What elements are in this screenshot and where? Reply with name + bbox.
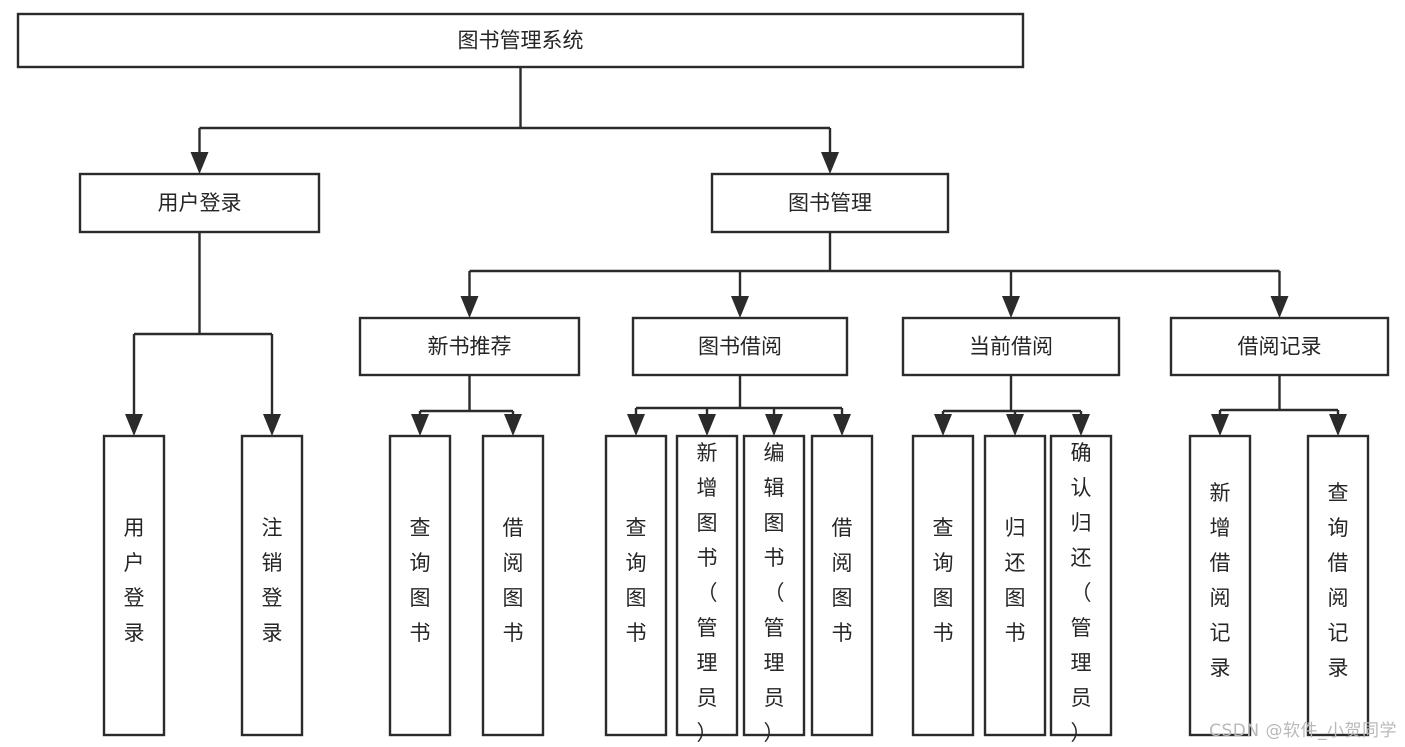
node-leaf-query-record[interactable]: 查询借阅记录	[1306, 434, 1370, 737]
node-label-leaf-add-book: 新增图书（管理员）	[697, 441, 718, 745]
connector-group-new-book-recommend	[411, 375, 522, 436]
node-label-leaf-add-record: 新增借阅记录	[1210, 481, 1231, 680]
node-label-leaf-return-book: 归还图书	[1005, 516, 1026, 645]
node-box-leaf-add-record	[1188, 434, 1252, 737]
node-label-borrow-record: 借阅记录	[1238, 335, 1322, 359]
arrow-head-leaf-borrow-book-rec	[504, 414, 522, 436]
arrow-head-current-borrow	[1002, 296, 1020, 318]
node-box-leaf-query-record	[1306, 434, 1370, 737]
node-label-root: 图书管理系统	[458, 29, 584, 53]
arrow-head-leaf-add-record	[1211, 414, 1229, 436]
node-leaf-return-book[interactable]: 归还图书	[983, 434, 1047, 737]
node-leaf-query-book-current[interactable]: 查询图书	[911, 434, 975, 737]
node-box-book-borrow	[631, 316, 849, 377]
node-label-book-borrow: 图书借阅	[698, 335, 782, 359]
arrow-head-leaf-query-book-current	[934, 414, 952, 436]
node-user-login[interactable]: 用户登录	[78, 172, 321, 234]
connector-group-book-manage	[460, 232, 1289, 318]
arrow-head-leaf-query-book-borrow	[627, 414, 645, 436]
node-label-current-borrow: 当前借阅	[969, 335, 1053, 359]
node-label-book-manage: 图书管理	[788, 191, 872, 215]
node-label-leaf-borrow-book: 借阅图书	[832, 516, 853, 645]
arrow-head-leaf-edit-book	[765, 414, 783, 436]
arrow-head-leaf-user-login	[125, 414, 143, 436]
node-box-borrow-record	[1169, 316, 1390, 377]
node-box-current-borrow	[901, 316, 1121, 377]
arrow-head-leaf-query-record	[1329, 414, 1347, 436]
node-label-leaf-query-record: 查询借阅记录	[1328, 481, 1349, 680]
arrow-head-leaf-add-book	[698, 414, 716, 436]
node-label-leaf-borrow-book-rec: 借阅图书	[503, 516, 524, 645]
node-box-leaf-query-book-borrow	[604, 434, 668, 737]
node-label-leaf-edit-book: 编辑图书（管理员）	[764, 441, 785, 745]
arrow-head-new-book-recommend	[460, 296, 479, 318]
node-layer: 图书管理系统用户登录图书管理新书推荐图书借阅当前借阅借阅记录用户登录注销登录查询…	[16, 12, 1390, 745]
node-box-root	[16, 12, 1025, 69]
arrow-head-borrow-record	[1270, 296, 1289, 318]
node-label-user-login: 用户登录	[158, 191, 242, 215]
connector-group-current-borrow	[934, 375, 1090, 436]
node-book-borrow[interactable]: 图书借阅	[631, 316, 849, 377]
arrow-head-book-manage	[821, 152, 839, 174]
arrow-head-user-login	[190, 152, 209, 174]
connector-group-user-login	[125, 232, 281, 436]
node-label-leaf-user-login: 用户登录	[124, 516, 145, 645]
node-box-leaf-logout	[240, 434, 304, 737]
node-label-leaf-query-book-rec: 查询图书	[410, 516, 431, 645]
node-box-leaf-user-login	[102, 434, 166, 737]
node-leaf-confirm-return[interactable]: 确认归还（管理员）	[1049, 434, 1113, 745]
arrow-head-leaf-borrow-book	[833, 414, 851, 436]
node-box-leaf-borrow-book	[810, 434, 874, 737]
node-box-leaf-edit-book	[742, 434, 806, 737]
node-label-leaf-logout: 注销登录	[262, 516, 283, 645]
node-label-leaf-query-book-borrow: 查询图书	[626, 516, 647, 645]
node-box-leaf-query-book-current	[911, 434, 975, 737]
node-label-leaf-confirm-return: 确认归还（管理员）	[1071, 441, 1092, 745]
node-leaf-add-record[interactable]: 新增借阅记录	[1188, 434, 1252, 737]
arrow-head-leaf-query-book-rec	[411, 414, 429, 436]
node-leaf-user-login[interactable]: 用户登录	[102, 434, 166, 737]
node-root[interactable]: 图书管理系统	[16, 12, 1025, 69]
node-box-leaf-add-book	[675, 434, 739, 737]
node-leaf-add-book[interactable]: 新增图书（管理员）	[675, 434, 739, 745]
node-label-new-book-recommend: 新书推荐	[428, 335, 512, 359]
connector-layer	[125, 67, 1347, 436]
node-leaf-borrow-book-rec[interactable]: 借阅图书	[481, 434, 545, 737]
node-book-manage[interactable]: 图书管理	[710, 172, 950, 234]
connector-group-borrow-record	[1211, 375, 1347, 436]
node-leaf-query-book-borrow[interactable]: 查询图书	[604, 434, 668, 737]
arrow-head-leaf-return-book	[1006, 414, 1024, 436]
node-box-leaf-confirm-return	[1049, 434, 1113, 737]
node-box-leaf-return-book	[983, 434, 1047, 737]
node-box-leaf-query-book-rec	[388, 434, 452, 737]
arrow-head-leaf-logout	[263, 414, 281, 436]
node-leaf-borrow-book[interactable]: 借阅图书	[810, 434, 874, 737]
connector-group-root	[190, 67, 839, 174]
node-box-new-book-recommend	[358, 316, 581, 377]
connector-group-book-borrow	[627, 375, 851, 436]
node-borrow-record[interactable]: 借阅记录	[1169, 316, 1390, 377]
arrow-head-leaf-confirm-return	[1072, 414, 1090, 436]
node-leaf-query-book-rec[interactable]: 查询图书	[388, 434, 452, 737]
node-box-book-manage	[710, 172, 950, 234]
node-leaf-edit-book[interactable]: 编辑图书（管理员）	[742, 434, 806, 745]
node-leaf-logout[interactable]: 注销登录	[240, 434, 304, 737]
node-box-leaf-borrow-book-rec	[481, 434, 545, 737]
node-current-borrow[interactable]: 当前借阅	[901, 316, 1121, 377]
node-label-leaf-query-book-current: 查询图书	[933, 516, 954, 645]
arrow-head-book-borrow	[731, 296, 749, 318]
node-box-user-login	[78, 172, 321, 234]
node-new-book-recommend[interactable]: 新书推荐	[358, 316, 581, 377]
